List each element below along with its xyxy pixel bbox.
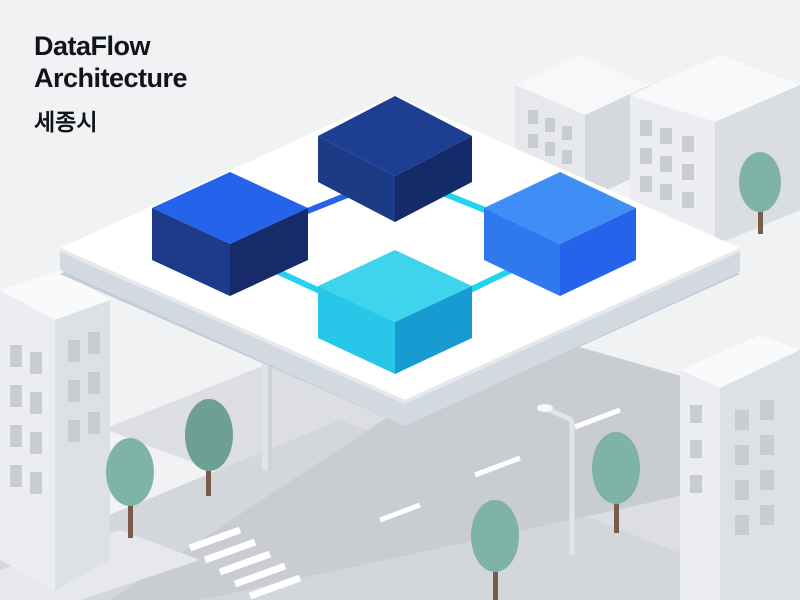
road-surface: [110, 330, 800, 600]
tree: [471, 500, 519, 600]
building-bottom-right: [680, 335, 800, 600]
block-right: [484, 172, 636, 296]
title-block: DataFlow Architecture 세종시: [34, 30, 188, 138]
block-left: [152, 172, 308, 296]
lane-marking: [574, 407, 621, 430]
tree: [592, 432, 640, 533]
page-title-line-1: DataFlow: [34, 31, 151, 61]
trees: [106, 152, 781, 600]
lane-marking: [379, 502, 421, 523]
platform-supports: [262, 360, 272, 470]
tree: [106, 438, 154, 538]
roads: [0, 300, 800, 600]
lane-marking: [474, 455, 521, 478]
street-lamp: [537, 404, 575, 555]
page-subtitle: 세종시: [34, 110, 98, 136]
tree: [185, 399, 233, 496]
block-top: [318, 96, 472, 222]
tree: [739, 152, 781, 234]
building-left: [0, 270, 110, 590]
page-title-line-2: Architecture: [34, 63, 188, 93]
block-bottom: [318, 250, 472, 374]
crosswalk: [188, 526, 302, 600]
